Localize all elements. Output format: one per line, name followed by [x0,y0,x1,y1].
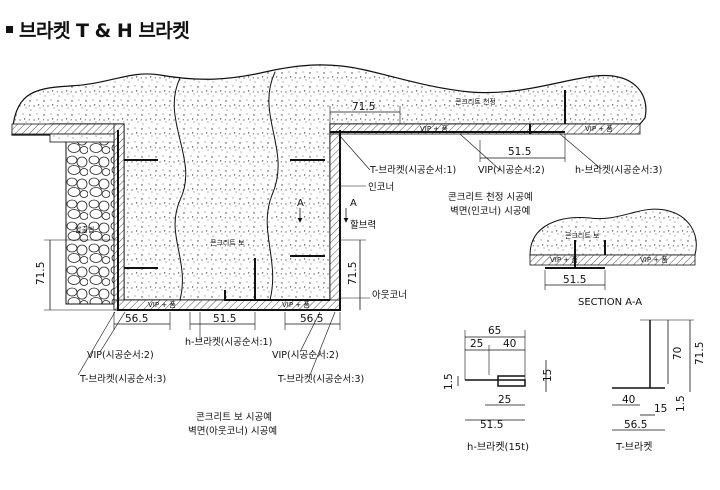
section-aa-vip-label: VIP + 폼 [550,256,578,264]
caption-beam-example: 콘크리트 보 시공예 [196,412,272,423]
dim-bottom-mid: 51.5 [213,313,236,325]
callout-t-bracket-3-right: T-브라켓(시공순서:3) [277,374,364,385]
caption-ceiling-example: 콘크리트 천정 시공예 [448,192,533,203]
stone-wall [65,135,115,305]
dim-t-mid: 15 [654,403,667,415]
caption-h-bracket: h-브라켓(15t) [467,441,529,453]
section-aa-vip [529,254,696,266]
compression-rod-label: 압출법 [75,225,94,234]
callout-t-bracket-3-left: T-브라켓(시공순서:3) [79,374,166,385]
dim-right-vertical: 71.5 [347,262,359,285]
page-title: 브라켓 T & H 브라켓 [6,16,190,43]
inner-corner-label: 인코너 [368,182,394,193]
section-aa-concrete-label: 콘크리트 보 [565,231,600,240]
callout-vip-2-top: VIP(시공순서:2) [478,165,545,176]
callout-vip-2-left: VIP(시공순서:2) [87,350,154,361]
caption-section-aa: SECTION A-A [578,297,642,308]
stone-wall-cap [49,133,115,143]
dim-h-bottom: 51.5 [480,419,503,431]
dim-h-flange: 15 [542,369,554,382]
vip-layer-top [11,123,125,135]
section-aa-bracket [545,240,606,269]
dim-t-bottom: 56.5 [624,419,647,431]
break-line-2 [266,71,279,301]
caption-beam-example-sub: 벽면(아웃코너) 시공예 [188,426,277,437]
concrete-beam-label: 콘크리트 보 [210,238,245,247]
dim-t-total-height: 71.5 [694,342,706,365]
section-marker-a-right: A [350,198,357,209]
caption-t-bracket: T-브라켓 [615,441,652,453]
vip-label-top-right-2: VIP + 폼 [585,125,613,133]
section-marker-a-left: A [297,198,304,209]
dim-bottom-left: 56.5 [125,313,148,325]
callout-h-bracket-1: h-브라켓(시공순서:1) [185,337,272,348]
dim-t-thick: 1.5 [675,395,687,412]
vip-label-top-right: VIP + 폼 [420,125,448,133]
h-bracket-detail [457,330,547,421]
t-bracket-detail [612,319,694,431]
dim-top-span: 71.5 [352,101,375,113]
dim-h-right: 40 [503,338,516,350]
vip-label-beam-bottom: VIP + 폼 [148,301,176,309]
dim-t-left: 40 [622,394,635,406]
vip-label-beam-bottom-2: VIP + 폼 [282,301,310,309]
dim-t-height: 70 [672,347,684,360]
vip-layer-beam-right [329,133,341,311]
callout-h-bracket-3: h-브라켓(시공순서:3) [575,165,662,176]
bracket-force-label: 할브력 [350,219,376,231]
vip-layer-top-right [329,123,641,135]
title-bullet-icon [6,26,13,33]
ceiling-concrete-label: 콘크리트 천정 [455,97,496,106]
brackets [117,90,566,311]
break-line-1 [173,77,187,301]
dim-h-total: 65 [488,325,501,337]
dim-bottom-right: 56.5 [300,313,323,325]
dim-h-inner: 25 [498,394,511,406]
dim-right-span: 51.5 [508,146,531,158]
outer-corner-label: 아웃코너 [372,290,407,301]
dim-h-left: 25 [470,338,483,350]
dim-h-thick: 1.5 [443,373,455,390]
callout-vip-2-right: VIP(시공순서:2) [272,350,339,361]
callout-t-bracket-1: T-브라켓(시공순서:1) [369,165,456,176]
page-title-text: 브라켓 T & H 브라켓 [19,20,190,42]
dim-left-vertical: 71.5 [35,262,47,285]
caption-ceiling-example-sub: 벽면(인코너) 시공예 [450,206,530,217]
section-aa-concrete [529,208,697,256]
section-aa-vip-label-2: VIP + 폼 [640,256,668,264]
dim-section: 51.5 [563,274,586,286]
